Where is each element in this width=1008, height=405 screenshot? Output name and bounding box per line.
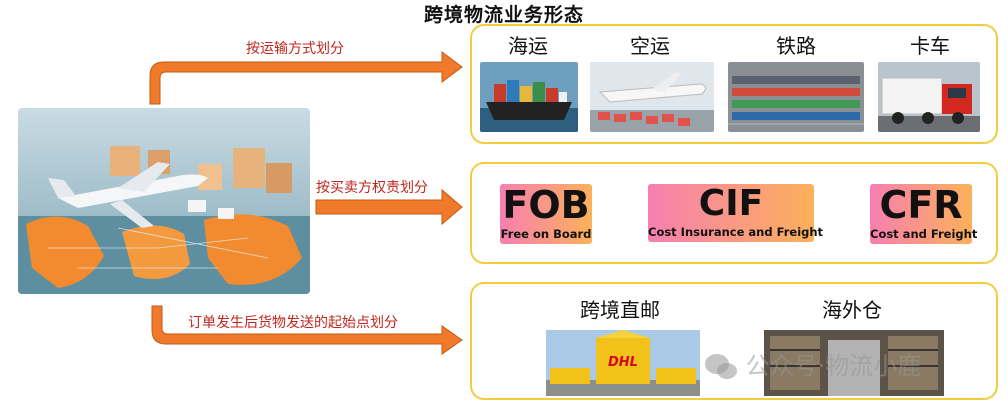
overseas-warehouse-image	[764, 330, 944, 396]
term-full-fob: Free on Board	[500, 227, 592, 241]
term-code-cfr: CFR	[879, 183, 963, 227]
watermark: 公众号·物流小鹿	[704, 346, 921, 382]
arrow-trade-terms	[315, 188, 463, 226]
arrow-transport	[149, 51, 463, 105]
branch-label-fulfillment: 订单发生后货物发送的起始点划分	[188, 315, 398, 331]
watermark-text: 公众号·物流小鹿	[745, 352, 922, 380]
term-full-cfr: Cost and Freight	[870, 227, 978, 241]
air-freight-image	[590, 62, 714, 132]
dhl-direct-mail-image: DHL	[546, 330, 700, 396]
truck-freight-image	[878, 62, 980, 132]
dhl-logo: DHL	[608, 355, 638, 370]
fulfillment-label-direct-mail: 跨境直邮	[580, 298, 660, 322]
mode-label-sea: 海运	[508, 34, 548, 58]
term-card-cif: CIF Cost Insurance and Freight	[648, 183, 824, 242]
hero-image-plane-world-map	[18, 108, 310, 294]
mode-label-air: 空运	[630, 34, 670, 58]
mode-label-truck: 卡车	[910, 34, 950, 58]
term-card-fob: FOB Free on Board	[500, 184, 592, 244]
rail-freight-image	[728, 62, 864, 132]
sea-freight-image	[480, 62, 578, 132]
term-full-cif: Cost Insurance and Freight	[648, 225, 824, 239]
branch-label-trade-terms: 按买卖方权责划分	[316, 180, 428, 196]
mode-label-rail: 铁路	[776, 34, 816, 58]
term-code-fob: FOB	[502, 183, 590, 227]
fulfillment-label-overseas-warehouse: 海外仓	[822, 298, 882, 322]
term-card-cfr: CFR Cost and Freight	[870, 183, 978, 244]
branch-label-transport: 按运输方式划分	[246, 41, 344, 57]
arrow-fulfillment	[151, 305, 463, 355]
term-code-cif: CIF	[698, 183, 764, 224]
diagram-title: 跨境物流业务形态	[423, 4, 584, 26]
wechat-icon	[705, 354, 737, 379]
